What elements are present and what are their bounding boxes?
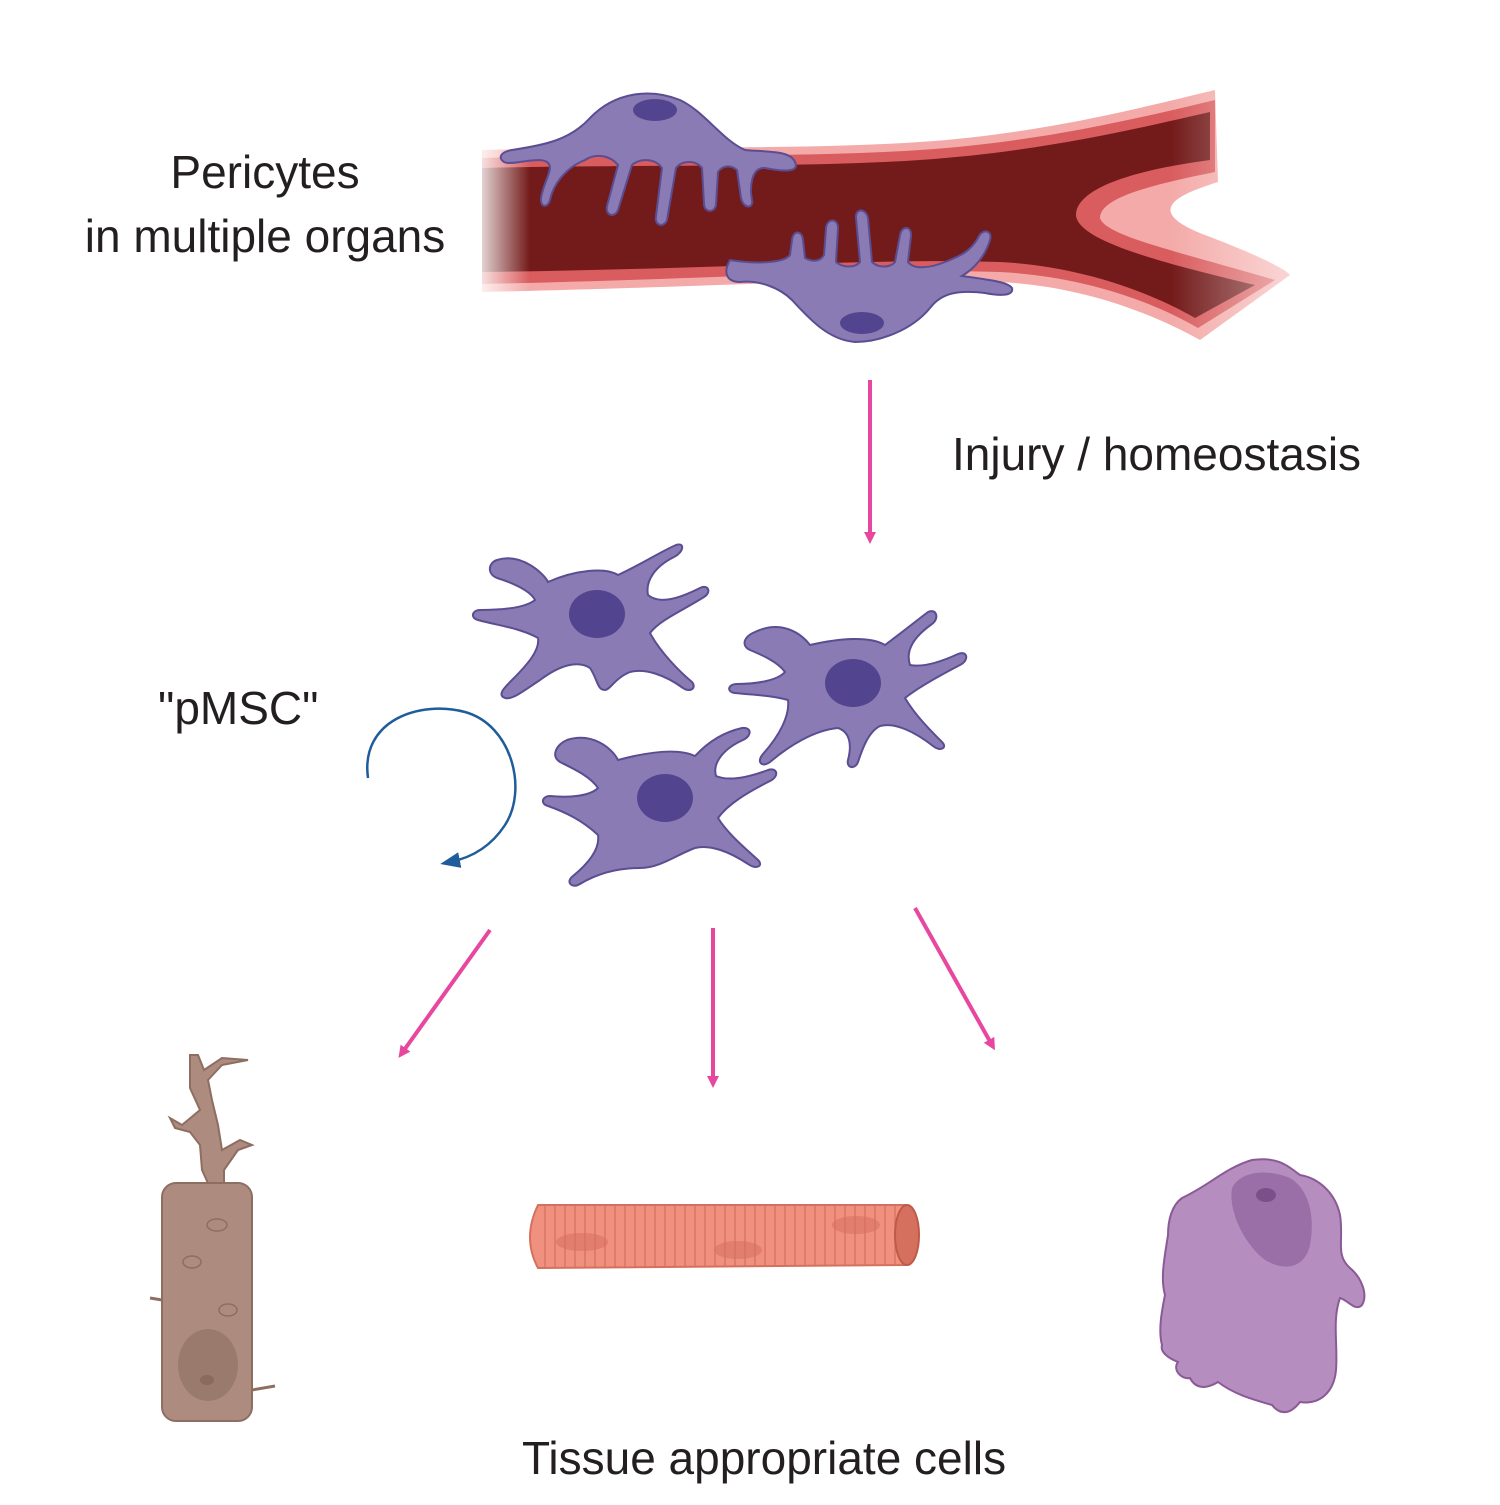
pericytes-label-line2: in multiple organs — [84, 210, 446, 262]
pericytes-label: Pericytes in multiple organs — [40, 140, 490, 268]
differentiation-arrow-left — [398, 928, 492, 1058]
muscle-fiber-icon — [529, 1204, 920, 1270]
msc-cell-icon — [728, 610, 968, 768]
pmsc-label: "pMSC" — [158, 682, 319, 734]
msc-cell-icon — [472, 543, 710, 700]
msc-cell-icon — [542, 726, 778, 887]
pericytes-label-line1: Pericytes — [170, 146, 360, 198]
transition-label: Injury / homeostasis — [952, 428, 1362, 480]
self-renewal-arrow-icon — [366, 707, 517, 868]
round-cell-icon — [1159, 1158, 1366, 1414]
pericyte-icon — [725, 209, 1014, 344]
outcome-label: Tissue appropriate cells — [522, 1432, 1007, 1484]
osteocyte-like-cell-icon — [149, 1054, 276, 1422]
pericyte-icon — [499, 92, 797, 226]
differentiation-arrow-right — [913, 907, 995, 1051]
